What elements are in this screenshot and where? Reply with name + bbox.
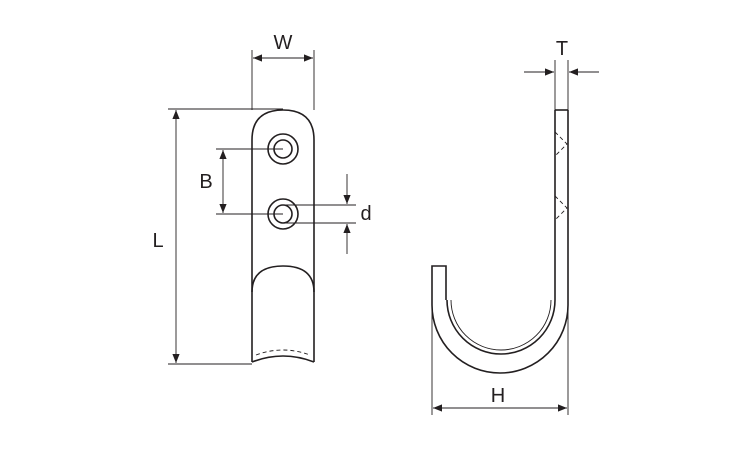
- side-hidden-hole-lower: [554, 195, 568, 221]
- label-w: W: [274, 32, 293, 54]
- side-inner-curve-edge: [450, 299, 552, 351]
- label-d: d: [360, 203, 371, 225]
- front-bottom-hidden-edge: [255, 349, 311, 356]
- dimension-l: L: [152, 108, 283, 365]
- label-h: H: [491, 385, 505, 407]
- front-view: [251, 109, 315, 363]
- side-hook-inner: [446, 110, 556, 355]
- dimension-t: T: [524, 38, 599, 110]
- side-hidden-hole-upper: [554, 131, 568, 157]
- front-bottom-edge: [251, 355, 315, 363]
- front-plate-outline: [251, 109, 315, 362]
- side-view: [431, 109, 569, 374]
- label-l: L: [152, 230, 163, 252]
- front-hook-curve: [251, 265, 315, 293]
- label-b: B: [199, 171, 212, 193]
- dimension-d: d: [283, 174, 372, 254]
- dimension-b: B: [199, 148, 283, 215]
- side-hook-outer: [431, 110, 569, 374]
- dimension-w: W: [251, 32, 315, 110]
- label-t: T: [556, 38, 568, 60]
- dimension-h: H: [431, 300, 569, 415]
